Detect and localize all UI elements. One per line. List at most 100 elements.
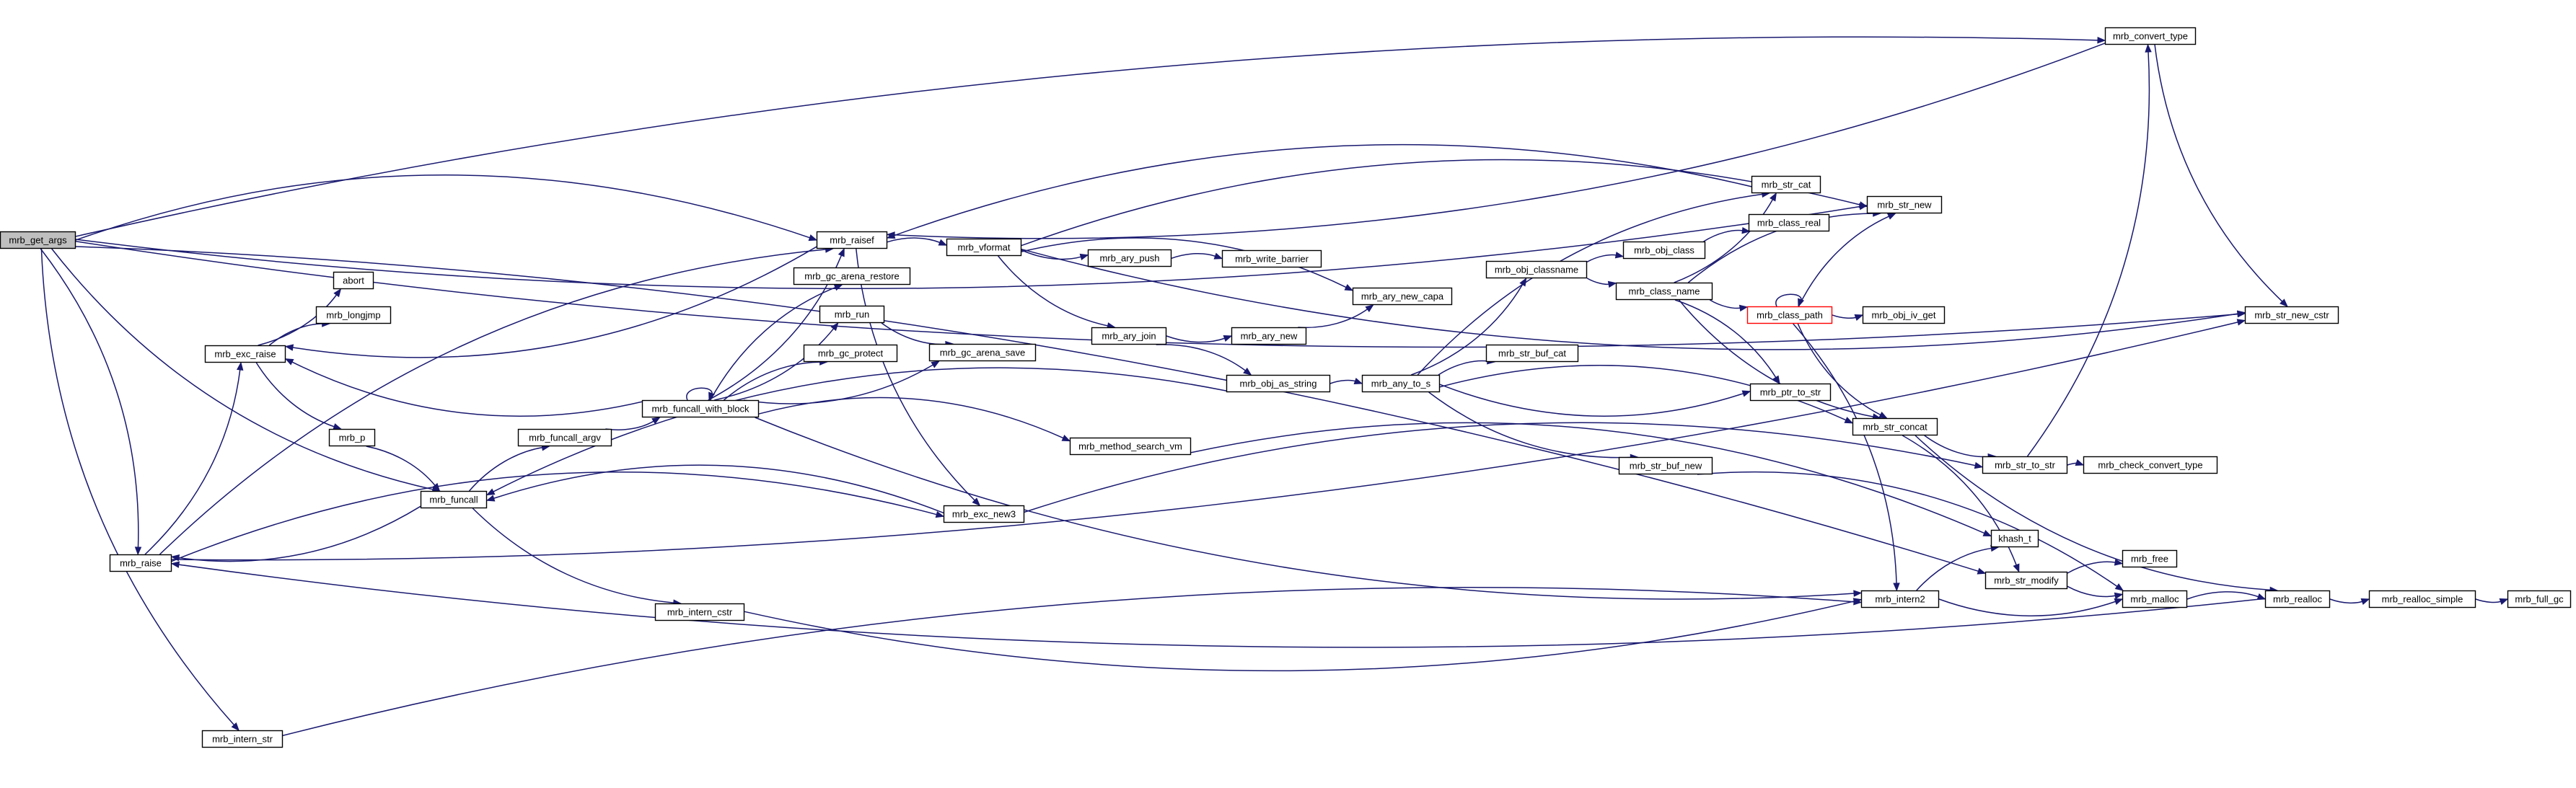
node-label: mrb_raise: [120, 558, 162, 569]
node-mrb-exc-new3[interactable]: mrb_exc_new3: [943, 505, 1025, 523]
node-mrb-gc-arena-save[interactable]: mrb_gc_arena_save: [928, 343, 1037, 362]
edge-arrowhead: [838, 247, 845, 257]
node-mrb-realloc[interactable]: mrb_realloc: [2264, 590, 2331, 608]
node-mrb-str-to-str[interactable]: mrb_str_to_str: [1982, 456, 2068, 474]
node-mrb-str-modify[interactable]: mrb_str_modify: [1984, 571, 2068, 590]
node-box: [204, 345, 286, 363]
edge-line: [268, 323, 323, 346]
node-mrb-write-barrier[interactable]: mrb_write_barrier: [1221, 249, 1322, 268]
node-mrb-vformat[interactable]: mrb_vformat: [946, 238, 1022, 257]
node-mrb-class-name[interactable]: mrb_class_name: [1615, 282, 1713, 301]
node-mrb-ary-join[interactable]: mrb_ary_join: [1091, 327, 1167, 345]
node-mrb-malloc[interactable]: mrb_malloc: [2122, 590, 2188, 608]
edge-arrowhead: [938, 239, 948, 246]
node-label: mrb_funcall_argv: [529, 433, 601, 443]
node-mrb-longjmp[interactable]: mrb_longjmp: [315, 306, 392, 324]
node-mrb-str-new[interactable]: mrb_str_new: [1866, 195, 1943, 214]
edge-line: [171, 321, 2239, 561]
node-mrb-funcall[interactable]: mrb_funcall: [420, 490, 488, 509]
edge-mrb-any-to-s-to-mrb-obj-classname: [1411, 277, 1527, 376]
node-mrb-class-real[interactable]: mrb_class_real: [1748, 213, 1830, 232]
node-mrb-realloc-simple[interactable]: mrb_realloc_simple: [2368, 590, 2476, 608]
node-box: [1984, 571, 2068, 590]
node-box: [654, 603, 745, 621]
node-mrb-p[interactable]: mrb_p: [328, 428, 376, 447]
node-mrb-any-to-s[interactable]: mrb_any_to_s: [1361, 374, 1441, 393]
node-mrb-raise[interactable]: mrb_raise: [109, 554, 172, 572]
node-mrb-str-concat[interactable]: mrb_str_concat: [1852, 417, 1938, 436]
node-mrb-run[interactable]: mrb_run: [819, 305, 885, 324]
node-mrb-ary-new[interactable]: mrb_ary_new: [1231, 327, 1307, 345]
edge-arrowhead: [2097, 37, 2106, 44]
node-label: mrb_ptr_to_str: [1760, 387, 1821, 398]
node-mrb-gc-arena-restore[interactable]: mrb_gc_arena_restore: [793, 267, 911, 285]
edge-line: [291, 246, 817, 358]
edge-line: [75, 205, 1861, 290]
node-box: [328, 428, 376, 447]
node-box: [1852, 417, 1938, 436]
edge-mrb-funcall-with-block-to-mrb-exc-raise: [284, 358, 643, 417]
node-box: [2083, 456, 2218, 474]
node-mrb-ary-new-capa[interactable]: mrb_ary_new_capa: [1352, 287, 1453, 306]
edge-mrb-get-args-to-mrb-raisef: [75, 174, 818, 242]
node-mrb-obj-as-string[interactable]: mrb_obj_as_string: [1226, 374, 1331, 393]
node-mrb-free[interactable]: mrb_free: [2122, 549, 2178, 568]
node-mrb-str-buf-cat[interactable]: mrb_str_buf_cat: [1485, 344, 1579, 363]
edge-line: [1678, 299, 1874, 418]
node-mrb-intern-cstr[interactable]: mrb_intern_cstr: [654, 603, 745, 621]
node-mrb-ptr-to-str[interactable]: mrb_ptr_to_str: [1749, 383, 1832, 402]
node-box: [946, 238, 1022, 257]
edge-arrowhead: [972, 497, 981, 506]
node-mrb-convert-type[interactable]: mrb_convert_type: [2104, 27, 2197, 45]
node-label: mrb_ary_join: [1102, 331, 1156, 342]
node-label: abort: [343, 275, 364, 286]
edge-mrb-realloc-simple-to-mrb-full-gc: [2475, 598, 2509, 605]
edge-line: [1709, 299, 1741, 309]
node-label: mrb_free: [2131, 554, 2168, 565]
edge-line: [755, 417, 1855, 600]
edge-line: [1021, 159, 1861, 247]
node-mrb-obj-class[interactable]: mrb_obj_class: [1622, 241, 1706, 260]
node-label: mrb_str_cat: [1762, 180, 1811, 190]
node-label: mrb_ary_new: [1241, 331, 1298, 342]
edge-mrb-raise-to-mrb-exc-raise: [144, 361, 244, 555]
node-label: mrb_gc_arena_save: [940, 347, 1026, 358]
edge-mrb-class-name-to-mrb-ptr-to-str: [1674, 299, 1780, 385]
node-mrb-full-gc[interactable]: mrb_full_gc: [2507, 590, 2572, 608]
node-label: mrb_ary_new_capa: [1361, 291, 1444, 302]
edge-line: [291, 361, 643, 417]
node-mrb-gc-protect[interactable]: mrb_gc_protect: [803, 344, 898, 363]
node-khash-t[interactable]: khash_t: [1990, 529, 2039, 548]
node-mrb-obj-iv-get[interactable]: mrb_obj_iv_get: [1862, 306, 1946, 324]
node-box: [1748, 213, 1830, 232]
node-mrb-str-buf-new[interactable]: mrb_str_buf_new: [1618, 456, 1713, 475]
node-mrb-obj-classname[interactable]: mrb_obj_classname: [1485, 260, 1588, 279]
edge-arrowhead: [231, 722, 239, 732]
node-mrb-str-cat[interactable]: mrb_str_cat: [1751, 175, 1821, 194]
edge-line: [51, 248, 434, 490]
node-mrb-get-args[interactable]: mrb_get_args: [0, 231, 76, 249]
node-mrb-intern-str[interactable]: mrb_intern_str: [201, 730, 283, 748]
edge-mrb-run-to-mrb-gc-arena-save: [881, 322, 954, 348]
edge-line: [1411, 283, 1524, 376]
node-abort[interactable]: abort: [333, 271, 374, 290]
edge-line: [177, 505, 421, 562]
node-mrb-class-path[interactable]: mrb_class_path: [1746, 306, 1833, 324]
node-mrb-funcall-argv[interactable]: mrb_funcall_argv: [517, 428, 612, 447]
node-mrb-str-new-cstr[interactable]: mrb_str_new_cstr: [2244, 306, 2339, 324]
node-mrb-exc-raise[interactable]: mrb_exc_raise: [204, 345, 286, 363]
edge-line: [1916, 547, 1992, 591]
node-mrb-method-search-vm[interactable]: mrb_method_search_vm: [1069, 437, 1192, 456]
node-mrb-raisef[interactable]: mrb_raisef: [816, 231, 888, 249]
node-box: [1618, 456, 1713, 475]
edge-line: [1703, 229, 1744, 242]
edge-arrowhead: [1213, 252, 1223, 260]
node-mrb-check-convert-type[interactable]: mrb_check_convert_type: [2083, 456, 2218, 474]
edge-arrowhead: [2114, 592, 2124, 600]
node-mrb-intern2[interactable]: mrb_intern2: [1860, 590, 1940, 608]
edge-mrb-funcall-to-mrb-raise: [170, 505, 421, 562]
node-mrb-ary-push[interactable]: mrb_ary_push: [1087, 249, 1172, 267]
node-mrb-funcall-with-block[interactable]: mrb_funcall_with_block: [641, 399, 760, 418]
node-label: mrb_intern_cstr: [667, 607, 733, 618]
